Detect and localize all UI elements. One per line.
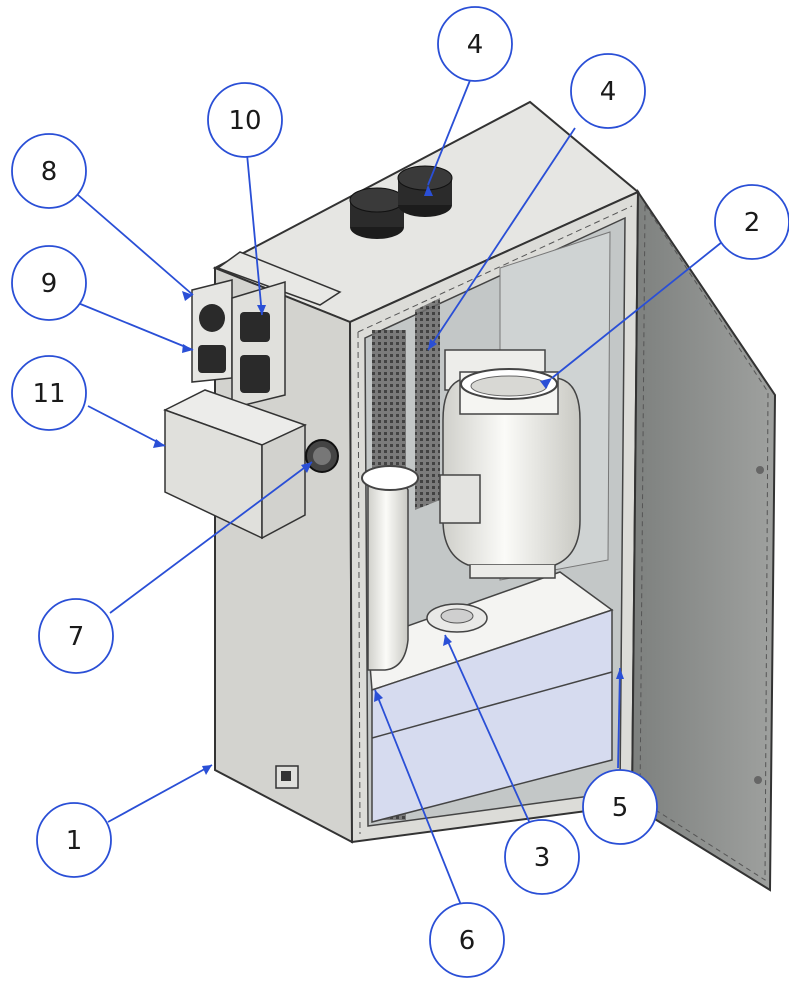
leader-7 <box>109 461 313 614</box>
breaker-enclosure <box>231 280 286 409</box>
callout-9: 9 <box>11 245 87 321</box>
leader-6 <box>374 689 464 911</box>
cabinet-door <box>630 188 777 892</box>
fan-right <box>439 349 581 579</box>
svg-text:10: 10 <box>228 106 261 136</box>
svg-text:11: 11 <box>32 379 65 409</box>
svg-text:3: 3 <box>534 843 551 873</box>
svg-text:7: 7 <box>68 622 85 652</box>
leader-8 <box>77 194 194 296</box>
junction-box <box>163 389 307 540</box>
cable-glands <box>349 165 453 239</box>
leader-2 <box>551 241 723 379</box>
leader-1 <box>107 764 213 823</box>
svg-text:4: 4 <box>600 77 617 107</box>
callout-5: 5 <box>582 769 658 845</box>
leader-9 <box>77 302 194 351</box>
arrowheads <box>153 185 624 775</box>
callout-1: 1 <box>36 802 112 878</box>
svg-text:6: 6 <box>459 926 476 956</box>
callout-8: 8 <box>11 133 87 209</box>
callout-2: 2 <box>714 184 789 260</box>
svg-text:2: 2 <box>744 208 761 238</box>
callout-11: 11 <box>11 355 87 431</box>
leader-4b <box>427 127 576 351</box>
svg-text:1: 1 <box>66 826 83 856</box>
callout-10: 10 <box>207 82 283 158</box>
rotary-knob <box>305 439 339 473</box>
callout-6: 6 <box>429 902 505 978</box>
svg-text:9: 9 <box>41 269 58 299</box>
leader-10 <box>246 153 263 316</box>
callout-7: 7 <box>38 598 114 674</box>
svg-text:5: 5 <box>612 793 629 823</box>
base-box <box>367 571 614 823</box>
callout-3: 3 <box>504 819 580 895</box>
leader-3 <box>444 634 533 829</box>
callout-balloons: 1 2 3 4 4 5 6 7 <box>11 6 789 978</box>
callout-4-top: 4 <box>437 6 513 82</box>
svg-text:4: 4 <box>467 30 484 60</box>
leader-5 <box>617 667 621 769</box>
leader-11 <box>87 405 166 447</box>
leader-4a <box>427 67 476 186</box>
fan-left <box>361 465 419 671</box>
svg-text:8: 8 <box>41 157 58 187</box>
base-box-front <box>371 608 613 823</box>
callout-4-duct: 4 <box>570 53 646 129</box>
socket-enclosure <box>191 279 233 383</box>
leader-lines <box>77 67 723 911</box>
